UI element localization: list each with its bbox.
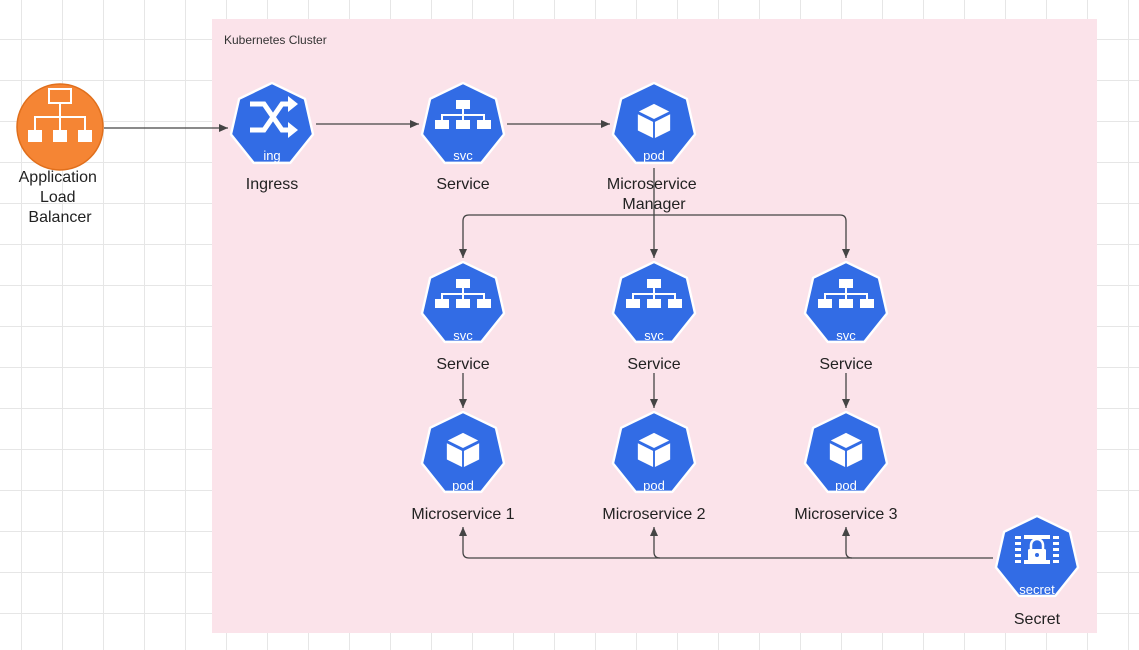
manager-label: Microservice Manager bbox=[607, 176, 701, 213]
secret-label: Secret bbox=[1014, 611, 1061, 628]
ingress-badge: ing bbox=[263, 148, 280, 163]
microservice-1-node[interactable]: pod Microservice 1 bbox=[411, 410, 515, 523]
service-1-node[interactable]: svc Service bbox=[420, 260, 506, 373]
service-2-node[interactable]: svc Service bbox=[611, 260, 697, 373]
secret-to-pod1-arrow bbox=[459, 527, 993, 559]
microservice-2-node[interactable]: pod Microservice 2 bbox=[602, 410, 706, 523]
microservice-3-node[interactable]: pod Microservice 3 bbox=[794, 410, 898, 523]
service-2-label: Service bbox=[627, 356, 680, 373]
cluster-title: Kubernetes Cluster bbox=[224, 33, 327, 47]
load-balancer-label: Application Load Balancer bbox=[19, 169, 102, 226]
microservice-3-label: Microservice 3 bbox=[794, 506, 897, 523]
microservice-2-badge: pod bbox=[643, 478, 665, 493]
main-service-badge: svc bbox=[453, 148, 473, 163]
manager-to-service3-arrow bbox=[654, 214, 850, 258]
microservice-1-badge: pod bbox=[452, 478, 474, 493]
secret-to-pod2-arrow bbox=[650, 527, 661, 559]
connectors bbox=[104, 120, 993, 559]
microservice-1-label: Microservice 1 bbox=[411, 506, 514, 523]
service-1-badge: svc bbox=[453, 328, 473, 343]
secret-badge: secret bbox=[1019, 582, 1055, 597]
main-service-label: Service bbox=[436, 176, 489, 193]
microservice-manager-node[interactable]: pod Microservice Manager bbox=[607, 81, 701, 213]
application-load-balancer-icon bbox=[16, 83, 104, 171]
service-3-node[interactable]: svc Service bbox=[803, 260, 889, 373]
microservice-3-badge: pod bbox=[835, 478, 857, 493]
ingress-label: Ingress bbox=[246, 176, 298, 193]
ingress-node[interactable]: ing Ingress bbox=[229, 81, 315, 193]
lock-icon bbox=[1015, 535, 1059, 564]
manager-badge: pod bbox=[643, 148, 665, 163]
application-load-balancer-node[interactable]: Application Load Balancer bbox=[16, 83, 104, 226]
secret-node[interactable]: secret Secret bbox=[994, 514, 1080, 628]
shuffle-arrows-glyph bbox=[250, 96, 298, 138]
service-3-badge: svc bbox=[836, 328, 856, 343]
microservice-2-label: Microservice 2 bbox=[602, 506, 705, 523]
main-service-node[interactable]: svc Service bbox=[420, 81, 506, 193]
service-2-badge: svc bbox=[644, 328, 664, 343]
manager-to-service1-arrow bbox=[459, 214, 654, 258]
service-1-label: Service bbox=[436, 356, 489, 373]
service-3-label: Service bbox=[819, 356, 872, 373]
secret-to-pod3-arrow bbox=[842, 527, 853, 559]
